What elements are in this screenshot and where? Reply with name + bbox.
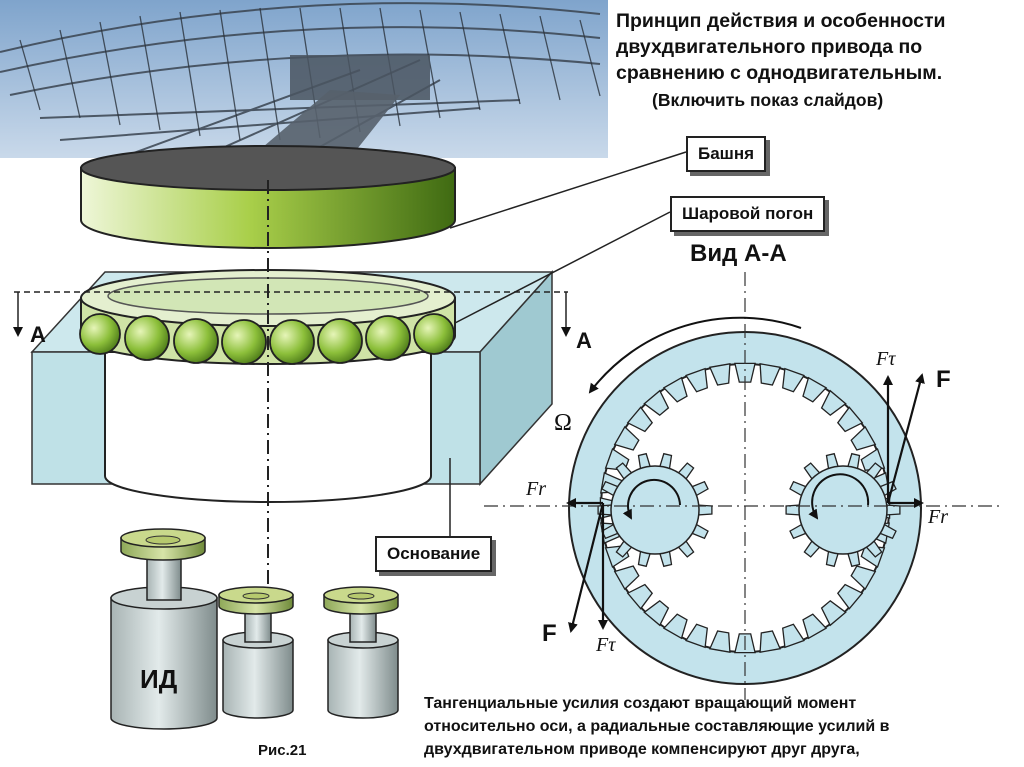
force-label-top: F (936, 366, 951, 393)
view-aa (484, 272, 1000, 700)
ring-tooth (685, 623, 709, 649)
radar-antenna-photo (0, 0, 608, 159)
f-r-left: Fr (526, 478, 546, 500)
ring-tooth (850, 565, 877, 591)
section-line (13, 291, 571, 337)
explanation-caption: Тангенциальные усилия создают вращающий … (424, 692, 1024, 761)
label-tower: Башня (686, 136, 767, 172)
f-tau-top: Fτ (876, 348, 896, 370)
ring-tooth (734, 362, 756, 383)
label-base: Основание (375, 536, 493, 572)
page-title: Принцип действия и особенности двухдвига… (616, 10, 946, 84)
bearing-ball (124, 315, 170, 361)
ring-tooth (662, 376, 688, 403)
bearing-ball (221, 319, 267, 365)
ring-tooth (662, 613, 688, 640)
motor-label: ИД (140, 664, 178, 694)
view-title: Вид А-А (690, 240, 787, 267)
caption-line-1: Тангенциальные усилия создают вращающий … (424, 695, 857, 712)
leader-lines (449, 151, 687, 536)
caption-line-2: относительно оси, а радиальные составляю… (424, 718, 890, 735)
bearing-ball (365, 315, 411, 361)
bearing-ball (269, 319, 315, 365)
pinion-gear-left (597, 452, 713, 568)
omega-symbol: Ω (554, 410, 572, 436)
ring-tooth (836, 583, 864, 610)
ring-tooth (685, 367, 709, 393)
motor-large (110, 528, 218, 730)
ring-tooth (759, 363, 782, 386)
ring-tooth (643, 599, 670, 627)
section-mark-right: А (576, 328, 592, 353)
ring-tooth (781, 623, 805, 649)
f-tau-bottom: Fτ (596, 634, 616, 656)
section-mark-left: А (30, 322, 46, 347)
ring-tooth (802, 376, 828, 403)
bearing-ball (413, 313, 455, 355)
slideshow-hint: (Включить показ слайдов) (652, 90, 884, 110)
ring-tooth (613, 565, 640, 591)
force-label-bottom: F (542, 620, 557, 647)
ring-tooth (781, 367, 805, 393)
ring-tooth (613, 425, 640, 451)
tower-disc (80, 145, 456, 249)
ring-tooth (820, 389, 847, 417)
caption-line-3: двухдвигательном приводе компенсируют др… (424, 741, 860, 758)
ring-tooth (759, 630, 782, 653)
ring-tooth (643, 389, 670, 417)
ring-tooth (820, 599, 847, 627)
ring-tooth (626, 406, 654, 433)
label-bearing: Шаровой погон (670, 196, 826, 232)
figure-number: Рис.21 (258, 742, 307, 759)
ring-tooth (850, 425, 877, 451)
bearing-ball (317, 318, 363, 364)
ring-tooth (626, 583, 654, 610)
ring-tooth (708, 630, 731, 653)
ring-tooth (802, 613, 828, 640)
bearing-ball (173, 318, 219, 364)
ring-tooth (836, 406, 864, 433)
bearing-ball (79, 313, 121, 355)
motor-small-2 (323, 586, 399, 719)
pinion-body (610, 465, 700, 555)
ring-tooth (708, 363, 731, 386)
motor-small-1 (218, 586, 294, 719)
f-r-right: Fr (928, 506, 948, 528)
